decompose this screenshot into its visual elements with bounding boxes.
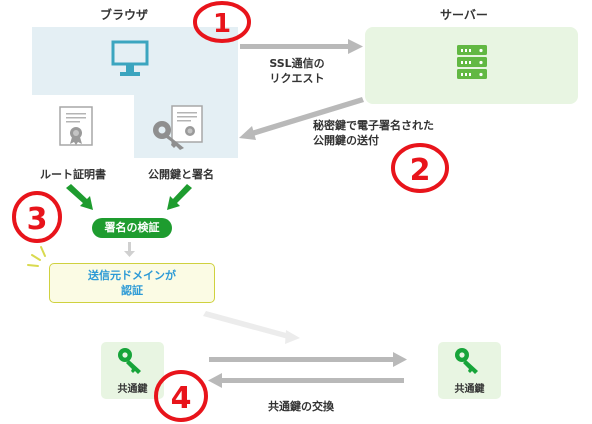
- request-line1: SSL通信の: [269, 57, 325, 70]
- key-icon: [118, 348, 141, 374]
- key-exchange-label: 共通鍵の交換: [268, 400, 334, 413]
- server-icon: [457, 45, 487, 79]
- pubkey-sig-label: 公開鍵と署名: [148, 168, 214, 181]
- browser-title: ブラウザ: [100, 8, 149, 22]
- monitor-icon: [111, 40, 149, 76]
- server-title: サーバー: [440, 8, 488, 22]
- shared-key-right-label: 共通鍵: [454, 384, 485, 395]
- request-arrow: [240, 39, 363, 54]
- request-line2: リクエスト: [269, 72, 325, 85]
- exchange-arrow-left: [208, 373, 404, 388]
- shared-key-left-label: 共通鍵: [117, 384, 148, 395]
- step-4: 4: [171, 381, 192, 416]
- auth-line1: 送信元ドメインが: [88, 269, 176, 282]
- response-line2: 公開鍵の送付: [313, 134, 379, 147]
- response-arrow: [239, 97, 364, 140]
- auth-line2: 認証: [121, 284, 143, 297]
- response-line1: 秘密鍵で電子署名された: [313, 119, 434, 132]
- key-icon: [455, 348, 478, 374]
- exchange-arrow-right: [209, 352, 407, 367]
- step-3: 3: [27, 202, 48, 237]
- flow-down-arrow: [203, 311, 300, 344]
- public-key-signature-icon: [153, 105, 203, 150]
- response-label: 秘密鍵で電子署名された 公開鍵の送付: [313, 118, 434, 148]
- small-down-arrow: [124, 242, 135, 257]
- step-1: 1: [213, 9, 231, 39]
- step-2: 2: [410, 153, 431, 188]
- request-label: SSL通信の リクエスト: [262, 56, 332, 86]
- root-cert-label: ルート証明書: [40, 168, 106, 181]
- domain-auth-box: 送信元ドメインが 認証: [49, 263, 215, 303]
- root-certificate-icon: [59, 106, 93, 146]
- signature-verification-badge: 署名の検証: [92, 218, 172, 238]
